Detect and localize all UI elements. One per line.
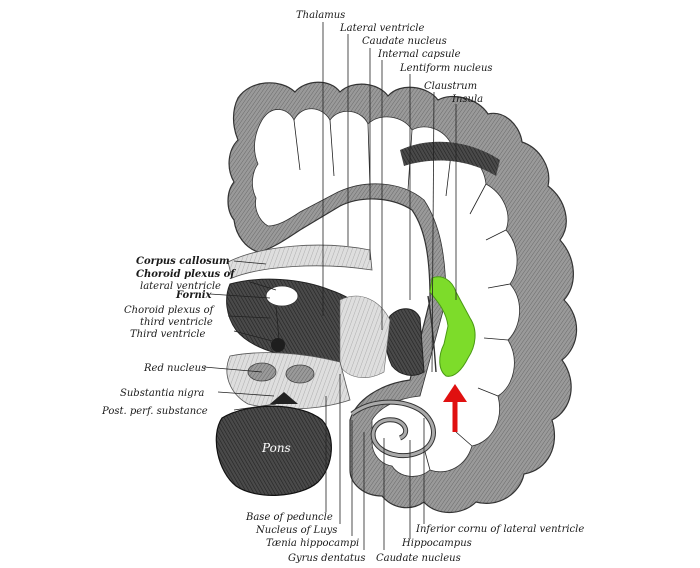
label-hippocampus: Hippocampus [401,538,472,549]
label-lateral-ventricle: Lateral ventricle [339,23,424,34]
red-up-arrow-icon [443,384,467,432]
label-caudate-nucleus-top: Caudate nucleus [362,36,447,47]
label-base-of-peduncle: Base of peduncle [245,512,333,523]
label-corpus-callosum: Corpus callosum [136,256,230,267]
corpus-callosum-region [227,244,373,279]
label-thalamus: Thalamus [296,10,345,21]
cerebral-cortex [227,81,578,513]
label-post-perf-substance: Post. perf. substance [101,406,208,417]
label-caudate-nucleus-bottom: Caudate nucleus [376,553,461,564]
label-claustrum: Claustrum [424,81,477,92]
label-fornix: Fornix [175,290,213,301]
midbrain-region [226,352,351,410]
label-choroid-plexus-lateral-2: lateral ventricle [140,281,221,292]
pons: Pons [215,405,332,496]
label-nucleus-of-luys: Nucleus of Luys [255,525,337,536]
label-choroid-plexus-lateral-1: Choroid plexus of [136,269,236,280]
label-choroid-plexus-third-1: Choroid plexus of [124,305,216,316]
internal-capsule [339,295,391,378]
hippocampus-spiral [350,399,436,458]
label-insula: Insula [451,94,483,105]
claustrum [427,295,437,373]
leader-lines [203,22,457,550]
label-lentiform-nucleus: Lentiform nucleus [399,63,493,74]
label-red-nucleus: Red nucleus [143,363,206,374]
label-internal-capsule: Internal capsule [377,49,461,60]
label-choroid-plexus-third-2: third ventricle [140,317,213,328]
label-taenia-hippocampi: Tænia hippocampi [266,538,359,549]
label-substantia-nigra: Substantia nigra [120,388,204,399]
label-third-ventricle: Third ventricle [130,329,205,340]
pons-label: Pons [261,441,291,455]
label-gyrus-dentatus: Gyrus dentatus [288,553,366,564]
lentiform-nucleus [385,308,425,376]
label-inferior-cornu: Inferior cornu of lateral ventricle [415,524,584,535]
